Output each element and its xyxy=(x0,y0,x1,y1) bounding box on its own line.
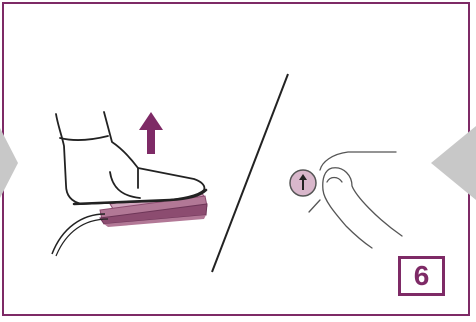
divider-line xyxy=(211,73,289,273)
up-arrow-icon xyxy=(139,112,163,154)
step-number-badge: 6 xyxy=(398,256,445,296)
step-number: 6 xyxy=(413,260,430,291)
pedal-cable xyxy=(51,213,106,255)
foot xyxy=(55,111,208,206)
release-button-icon xyxy=(289,169,317,197)
finger xyxy=(308,151,403,249)
